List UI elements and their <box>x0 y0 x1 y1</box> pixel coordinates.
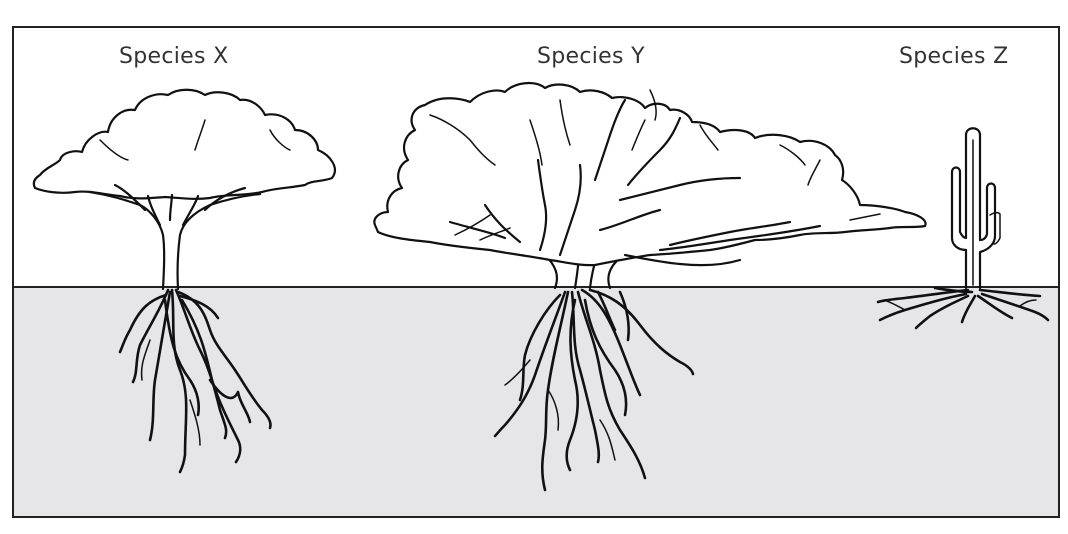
species-x-crown <box>32 88 336 200</box>
soil-region <box>13 287 1059 517</box>
species-x-label: Species X <box>119 44 229 69</box>
species-y-label: Species Y <box>537 44 645 69</box>
species-z-cactus-body <box>950 127 997 290</box>
species-y-roots <box>493 288 695 492</box>
species-z-cactus <box>876 127 1050 330</box>
species-y-tree <box>373 82 927 492</box>
frame-border <box>12 26 1060 518</box>
species-y-crown <box>373 82 927 267</box>
species-x-tree <box>32 88 336 474</box>
species-x-roots <box>118 288 272 474</box>
species-x-trunk-right <box>176 203 212 291</box>
species-x-trunk-left <box>138 203 166 291</box>
species-z-label: Species Z <box>899 44 1009 69</box>
species-z-roots <box>876 286 1050 330</box>
